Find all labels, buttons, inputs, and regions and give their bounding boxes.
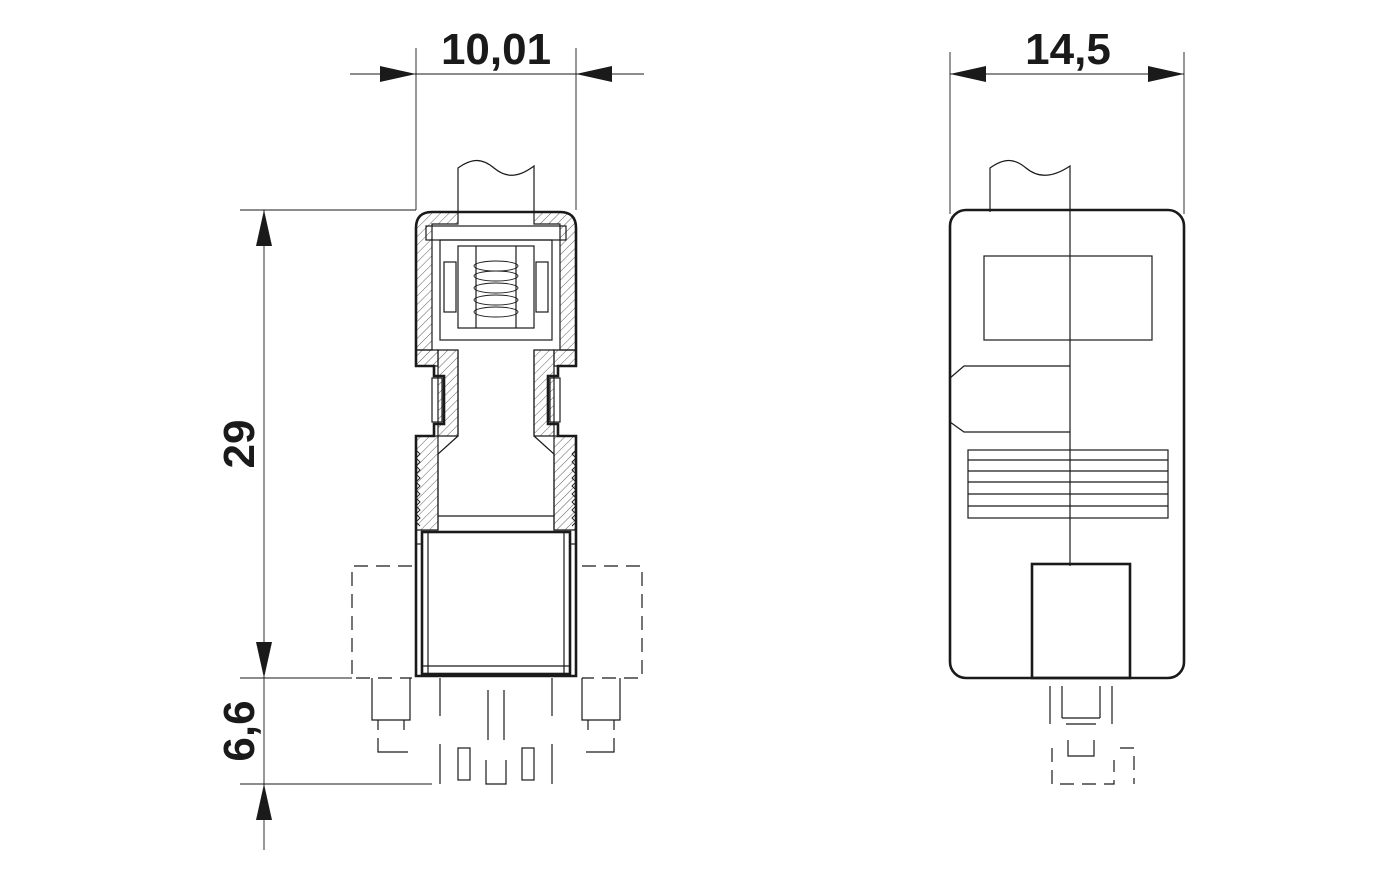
front-housing xyxy=(414,210,578,678)
front-lower-insert xyxy=(416,530,576,676)
side-width-label: 14,5 xyxy=(1025,25,1111,74)
side-base-block xyxy=(1030,562,1132,680)
dimension-front-width: 10,01 xyxy=(350,25,644,210)
dimension-body-height: 29 xyxy=(215,209,416,679)
side-cable xyxy=(989,159,1071,212)
front-cable xyxy=(457,159,535,212)
side-view: 14,5 xyxy=(948,25,1186,785)
side-housing xyxy=(948,208,1186,680)
front-width-label: 10,01 xyxy=(441,25,551,74)
side-pin xyxy=(1049,686,1135,785)
front-inner-clamp xyxy=(425,225,567,530)
front-pcb-outline xyxy=(351,565,643,679)
spring-coil xyxy=(473,260,519,318)
dimension-pin-length: 6,6 xyxy=(215,678,432,850)
dimension-side-width: 14,5 xyxy=(949,25,1185,214)
body-height-label: 29 xyxy=(215,420,264,469)
front-pins xyxy=(371,678,621,785)
side-grip-ribs xyxy=(967,449,1169,519)
front-section-view: 10,01 29 6,6 xyxy=(215,25,644,850)
pin-length-label: 6,6 xyxy=(215,700,264,761)
